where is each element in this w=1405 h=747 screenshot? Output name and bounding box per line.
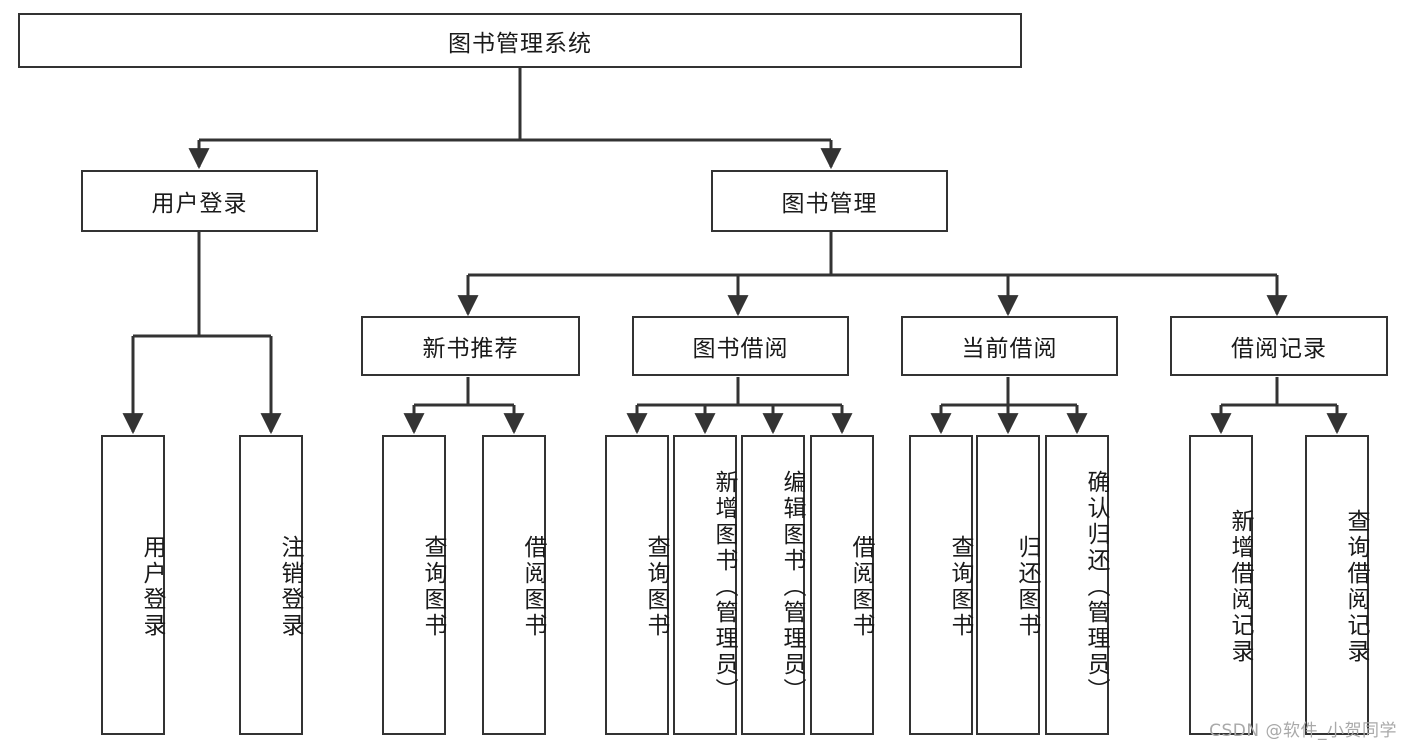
- node-label: 借阅记录: [1231, 336, 1327, 362]
- leaf-user-login-logout[interactable]: 注销登录: [239, 435, 303, 735]
- node-label: 用户登录: [151, 191, 248, 217]
- node-label: 查询借阅记录: [1343, 509, 1369, 665]
- node-current-borrow[interactable]: 当前借阅: [901, 316, 1118, 376]
- node-label: 查询图书: [947, 535, 973, 639]
- leaf-borrow-edit-book-admin[interactable]: 编辑图书（管理员）: [741, 435, 805, 735]
- node-label: 借阅图书: [520, 535, 546, 639]
- leaf-current-return-book[interactable]: 归还图书: [976, 435, 1040, 735]
- node-user-login[interactable]: 用户登录: [81, 170, 318, 232]
- node-label: 查询图书: [643, 535, 669, 639]
- node-new-book-recommend[interactable]: 新书推荐: [361, 316, 580, 376]
- leaf-borrow-add-book-admin[interactable]: 新增图书（管理员）: [673, 435, 737, 735]
- node-label: 编辑图书（管理员）: [779, 470, 805, 704]
- node-label: 新增借阅记录: [1227, 509, 1253, 665]
- node-label: 确认归还（管理员）: [1083, 470, 1109, 704]
- leaf-record-query-borrow-record[interactable]: 查询借阅记录: [1305, 435, 1369, 735]
- node-label: 图书管理系统: [448, 30, 592, 57]
- node-label: 注销登录: [277, 535, 303, 639]
- leaf-current-query-book[interactable]: 查询图书: [909, 435, 973, 735]
- node-label: 用户登录: [139, 535, 165, 639]
- node-borrow-record[interactable]: 借阅记录: [1170, 316, 1388, 376]
- node-book-management[interactable]: 图书管理: [711, 170, 948, 232]
- leaf-borrow-borrow-book[interactable]: 借阅图书: [810, 435, 874, 735]
- leaf-new-book-query[interactable]: 查询图书: [382, 435, 446, 735]
- node-book-borrow[interactable]: 图书借阅: [632, 316, 849, 376]
- node-label: 借阅图书: [848, 535, 874, 639]
- node-label: 新书推荐: [422, 336, 519, 362]
- node-label: 图书管理: [781, 191, 878, 217]
- node-root-book-management-system[interactable]: 图书管理系统: [18, 13, 1022, 68]
- leaf-current-confirm-return-admin[interactable]: 确认归还（管理员）: [1045, 435, 1109, 735]
- node-label: 当前借阅: [961, 336, 1058, 362]
- leaf-user-login-login[interactable]: 用户登录: [101, 435, 165, 735]
- node-label: 查询图书: [420, 535, 446, 639]
- node-label: 新增图书（管理员）: [711, 470, 737, 704]
- node-label: 归还图书: [1014, 535, 1040, 639]
- leaf-new-book-borrow[interactable]: 借阅图书: [482, 435, 546, 735]
- csdn-watermark: CSDN @软件_小贺同学: [1209, 721, 1397, 741]
- node-label: 图书借阅: [692, 336, 789, 362]
- leaf-record-add-borrow-record[interactable]: 新增借阅记录: [1189, 435, 1253, 735]
- leaf-borrow-query-book[interactable]: 查询图书: [605, 435, 669, 735]
